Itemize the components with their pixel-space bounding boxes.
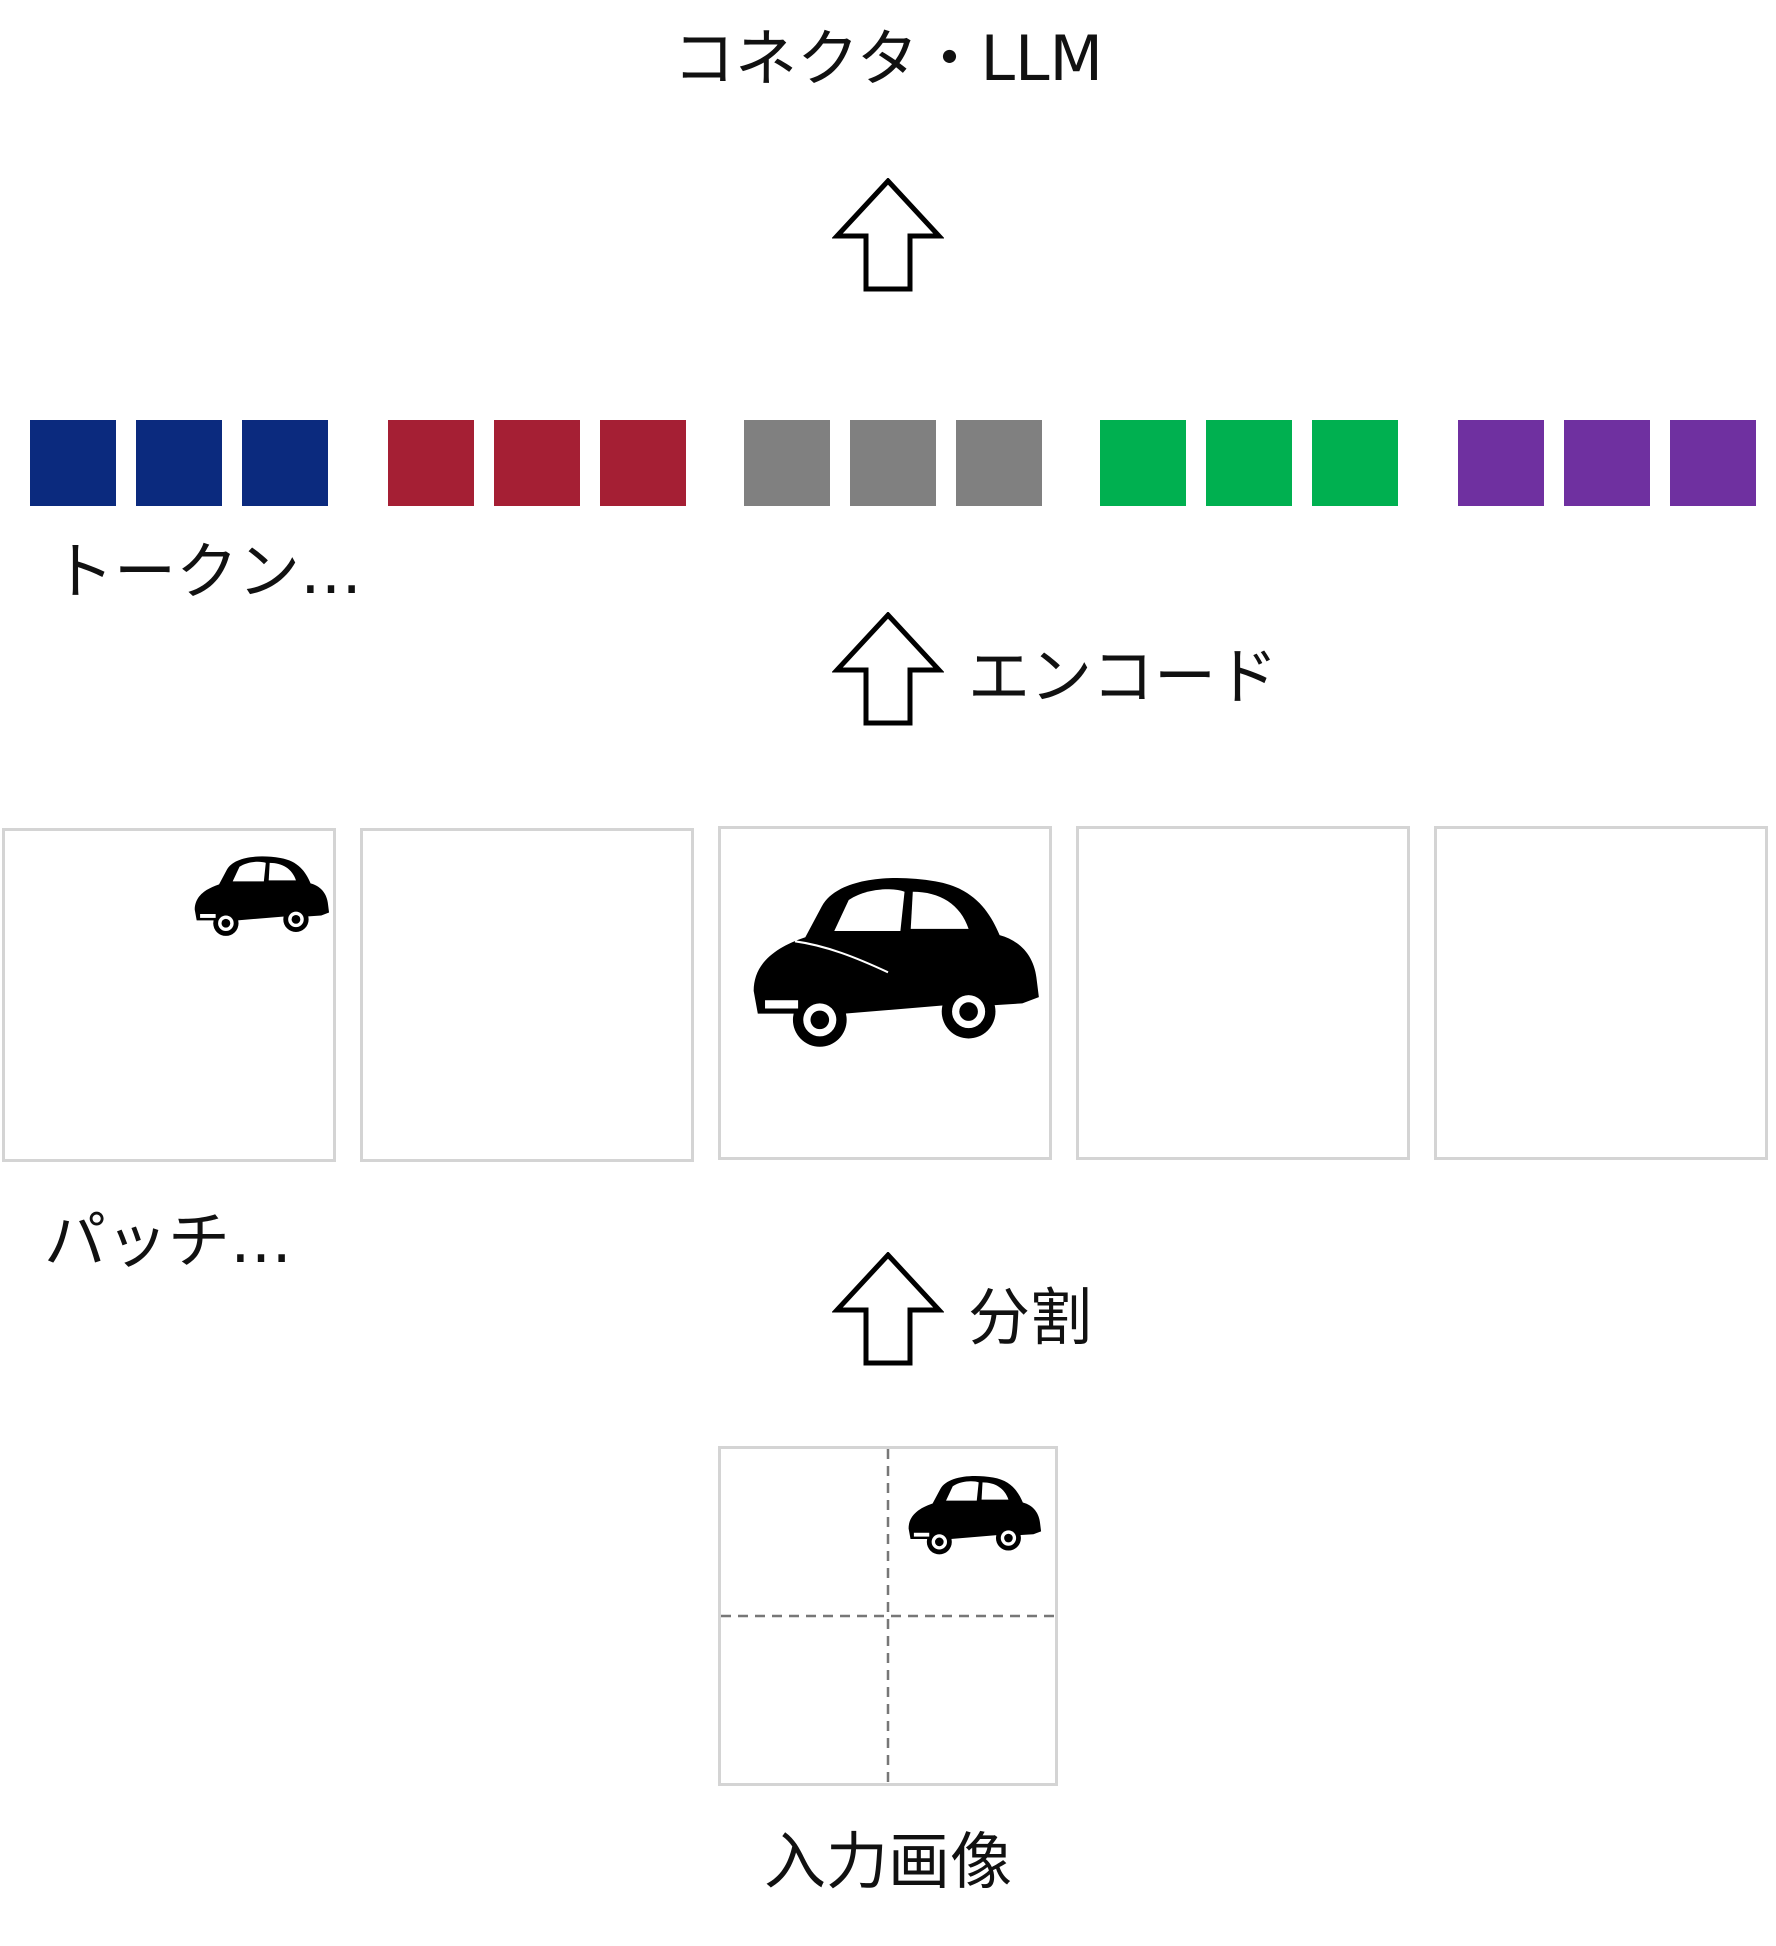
- car-icon: [908, 1475, 1042, 1555]
- token-square: [242, 420, 328, 506]
- token-square: [1206, 420, 1292, 506]
- token-square: [850, 420, 936, 506]
- token-square: [1670, 420, 1756, 506]
- input-image: [718, 1446, 1058, 1786]
- input-image-label: 入力画像: [763, 1825, 1012, 1898]
- patch-1: [2, 828, 336, 1162]
- token-square: [1564, 420, 1650, 506]
- encode-label: エンコード: [968, 640, 1279, 713]
- token-square: [744, 420, 830, 506]
- token-square: [136, 420, 222, 506]
- token-square: [600, 420, 686, 506]
- car-icon: [753, 877, 1039, 1047]
- patch-5: [1434, 826, 1768, 1160]
- token-square: [1100, 420, 1186, 506]
- token-square: [494, 420, 580, 506]
- patches-label: パッチ…: [44, 1204, 293, 1277]
- token-square: [1312, 420, 1398, 506]
- split-label: 分割: [968, 1281, 1093, 1354]
- token-square: [956, 420, 1042, 506]
- grid-divider-lines: [721, 1449, 1055, 1783]
- patch-3: [718, 826, 1052, 1160]
- up-arrow-icon: [832, 1252, 944, 1366]
- up-arrow-icon: [832, 178, 944, 292]
- token-square: [388, 420, 474, 506]
- token-square: [1458, 420, 1544, 506]
- up-arrow-icon: [832, 612, 944, 726]
- tokens-label: トークン…: [52, 535, 363, 608]
- token-square: [30, 420, 116, 506]
- patch-4: [1076, 826, 1410, 1160]
- car-icon: [194, 856, 330, 936]
- connector-llm-title: コネクタ・LLM: [672, 22, 1104, 95]
- patch-2: [360, 828, 694, 1162]
